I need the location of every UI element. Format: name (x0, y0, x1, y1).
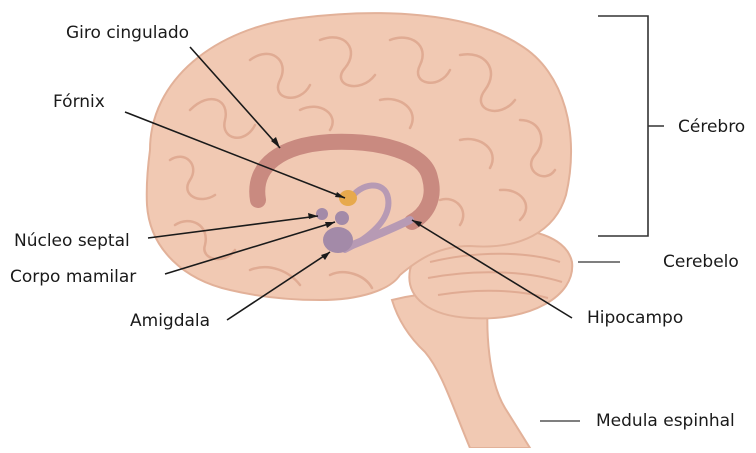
mammillary-body-2 (335, 211, 349, 225)
label-giro-cingulado: Giro cingulado (66, 23, 189, 43)
label-amigdala: Amigdala (130, 311, 210, 331)
label-cerebro: Cérebro (678, 117, 745, 137)
label-medula-espinhal: Medula espinhal (596, 411, 735, 431)
label-fornix: Fórnix (53, 92, 105, 112)
cerebro-bracket (598, 16, 664, 236)
mammillary-body-1 (316, 208, 328, 220)
septal-nucleus (339, 190, 357, 206)
label-hipocampo: Hipocampo (587, 308, 683, 328)
label-cerebelo: Cerebelo (663, 252, 739, 272)
label-corpo-mamilar: Corpo mamilar (10, 267, 136, 287)
label-nucleo-septal: Núcleo septal (14, 231, 130, 251)
amygdala (323, 227, 353, 253)
